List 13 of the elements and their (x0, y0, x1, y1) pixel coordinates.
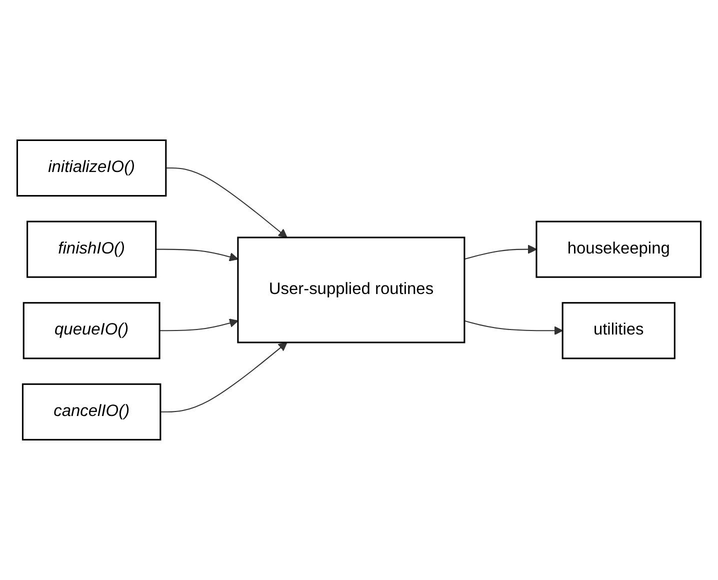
node-box: User-supplied routines (237, 236, 466, 344)
arrow (464, 320, 563, 336)
node-box: cancelIO() (22, 383, 162, 440)
arrow (160, 342, 288, 412)
node-box: utilities (562, 302, 676, 360)
arrow (464, 244, 537, 260)
node-box: housekeeping (536, 220, 702, 278)
arrow (160, 318, 238, 332)
node-box: initializeIO() (16, 140, 167, 197)
node-box: queueIO() (22, 302, 160, 360)
node-box: finishIO() (26, 220, 157, 278)
arrow (166, 168, 288, 238)
arrow (156, 248, 238, 262)
